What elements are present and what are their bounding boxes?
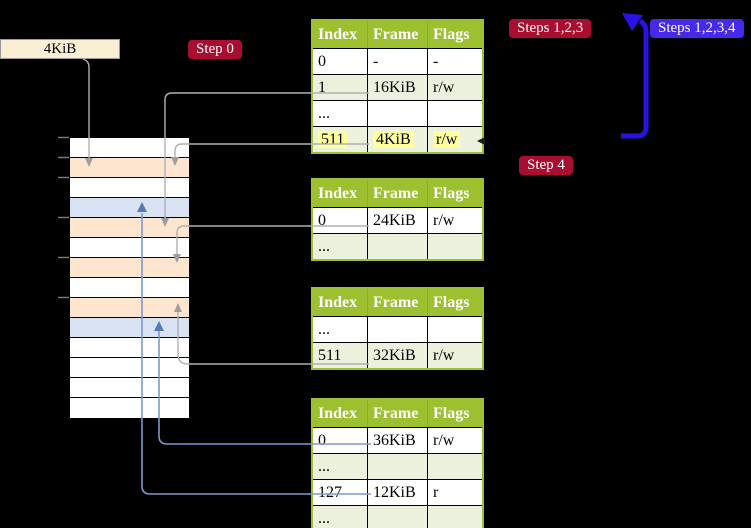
frame-size-label: 4KiB (0, 39, 120, 59)
table-cell: ... (313, 505, 368, 528)
memory-row-pagetable (70, 158, 189, 178)
table-cell: 127 (313, 479, 368, 505)
table-cell: r/w (428, 126, 482, 152)
column-header: Index (313, 400, 368, 427)
table-cell (428, 316, 482, 342)
table-cell (368, 100, 428, 126)
memory-row-plain (70, 238, 189, 258)
column-header: Flags (428, 289, 482, 316)
memory-row-datapage (70, 318, 189, 338)
column-header: Flags (428, 21, 482, 48)
table-cell: 12KiB (368, 479, 428, 505)
memory-row-plain (70, 138, 189, 158)
memory-row-datapage (70, 198, 189, 218)
badge-step-4: Step 4 (519, 156, 573, 175)
table-row: 0-- (313, 48, 482, 74)
table-cell (428, 453, 482, 479)
table-cell: 16KiB (368, 74, 428, 100)
table-cell: 0 (313, 207, 368, 233)
memory-row-plain (70, 338, 189, 358)
table-row: ... (313, 100, 482, 126)
table-cell: 511 (313, 342, 368, 368)
table-cell: 0 (313, 48, 368, 74)
table-row: ... (313, 453, 482, 479)
table-row: ... (313, 316, 482, 342)
table-cell: 24KiB (368, 207, 428, 233)
memory-row-plain (70, 398, 189, 418)
table-cell (368, 453, 428, 479)
table-cell (368, 316, 428, 342)
column-header: Index (313, 289, 368, 316)
table-cell: r/w (428, 74, 482, 100)
table-cell (368, 233, 428, 259)
badge-steps-1-2-3-4: Steps 1,2,3,4 (650, 19, 744, 38)
memory-row-pagetable (70, 258, 189, 278)
memory-row-plain (70, 378, 189, 398)
memory-boundary-ticks (58, 136, 69, 299)
memory-row-pagetable (70, 218, 189, 238)
table-cell: r/w (428, 427, 482, 453)
column-header: Frame (368, 289, 428, 316)
table-cell: 32KiB (368, 342, 428, 368)
table-cell: r/w (428, 342, 482, 368)
table-row: ... (313, 233, 482, 259)
table-cell (428, 233, 482, 259)
table-cell: 4KiB (368, 126, 428, 152)
memory-row-plain (70, 358, 189, 378)
memory-row-plain (70, 178, 189, 198)
table-cell: ... (313, 100, 368, 126)
table-row: 511 4KiB r/w (313, 126, 482, 152)
table-cell: ... (313, 233, 368, 259)
highlighted-value: 4KiB (373, 130, 414, 148)
table-cell: 1 (313, 74, 368, 100)
column-header: Flags (428, 400, 482, 427)
memory-row-plain (70, 278, 189, 298)
highlighted-value: 511 (318, 130, 348, 148)
highlighted-value: r/w (433, 130, 461, 148)
steps-loop-arrow (621, 13, 649, 139)
column-header: Frame (368, 21, 428, 48)
table-cell: ... (313, 316, 368, 342)
column-header: Index (313, 180, 368, 207)
column-header: Frame (368, 400, 428, 427)
column-header: Flags (428, 180, 482, 207)
table-cell: - (428, 48, 482, 74)
table-cell (428, 505, 482, 528)
column-header: Frame (368, 180, 428, 207)
memory-stack (69, 137, 190, 419)
table-cell: - (368, 48, 428, 74)
column-header: Index (313, 21, 368, 48)
badge-steps-1-2-3: Steps 1,2,3 (509, 19, 592, 38)
table-cell: r (428, 479, 482, 505)
table-cell: 511 (313, 126, 368, 152)
table-cell: ... (313, 453, 368, 479)
table-cell: 36KiB (368, 427, 428, 453)
table-cell (368, 505, 428, 528)
memory-row-pagetable (70, 298, 189, 318)
table-cell: 0 (313, 427, 368, 453)
table-cell (428, 100, 482, 126)
badge-step-0: Step 0 (188, 40, 242, 59)
table-cell: r/w (428, 207, 482, 233)
table-row: ... (313, 505, 482, 528)
